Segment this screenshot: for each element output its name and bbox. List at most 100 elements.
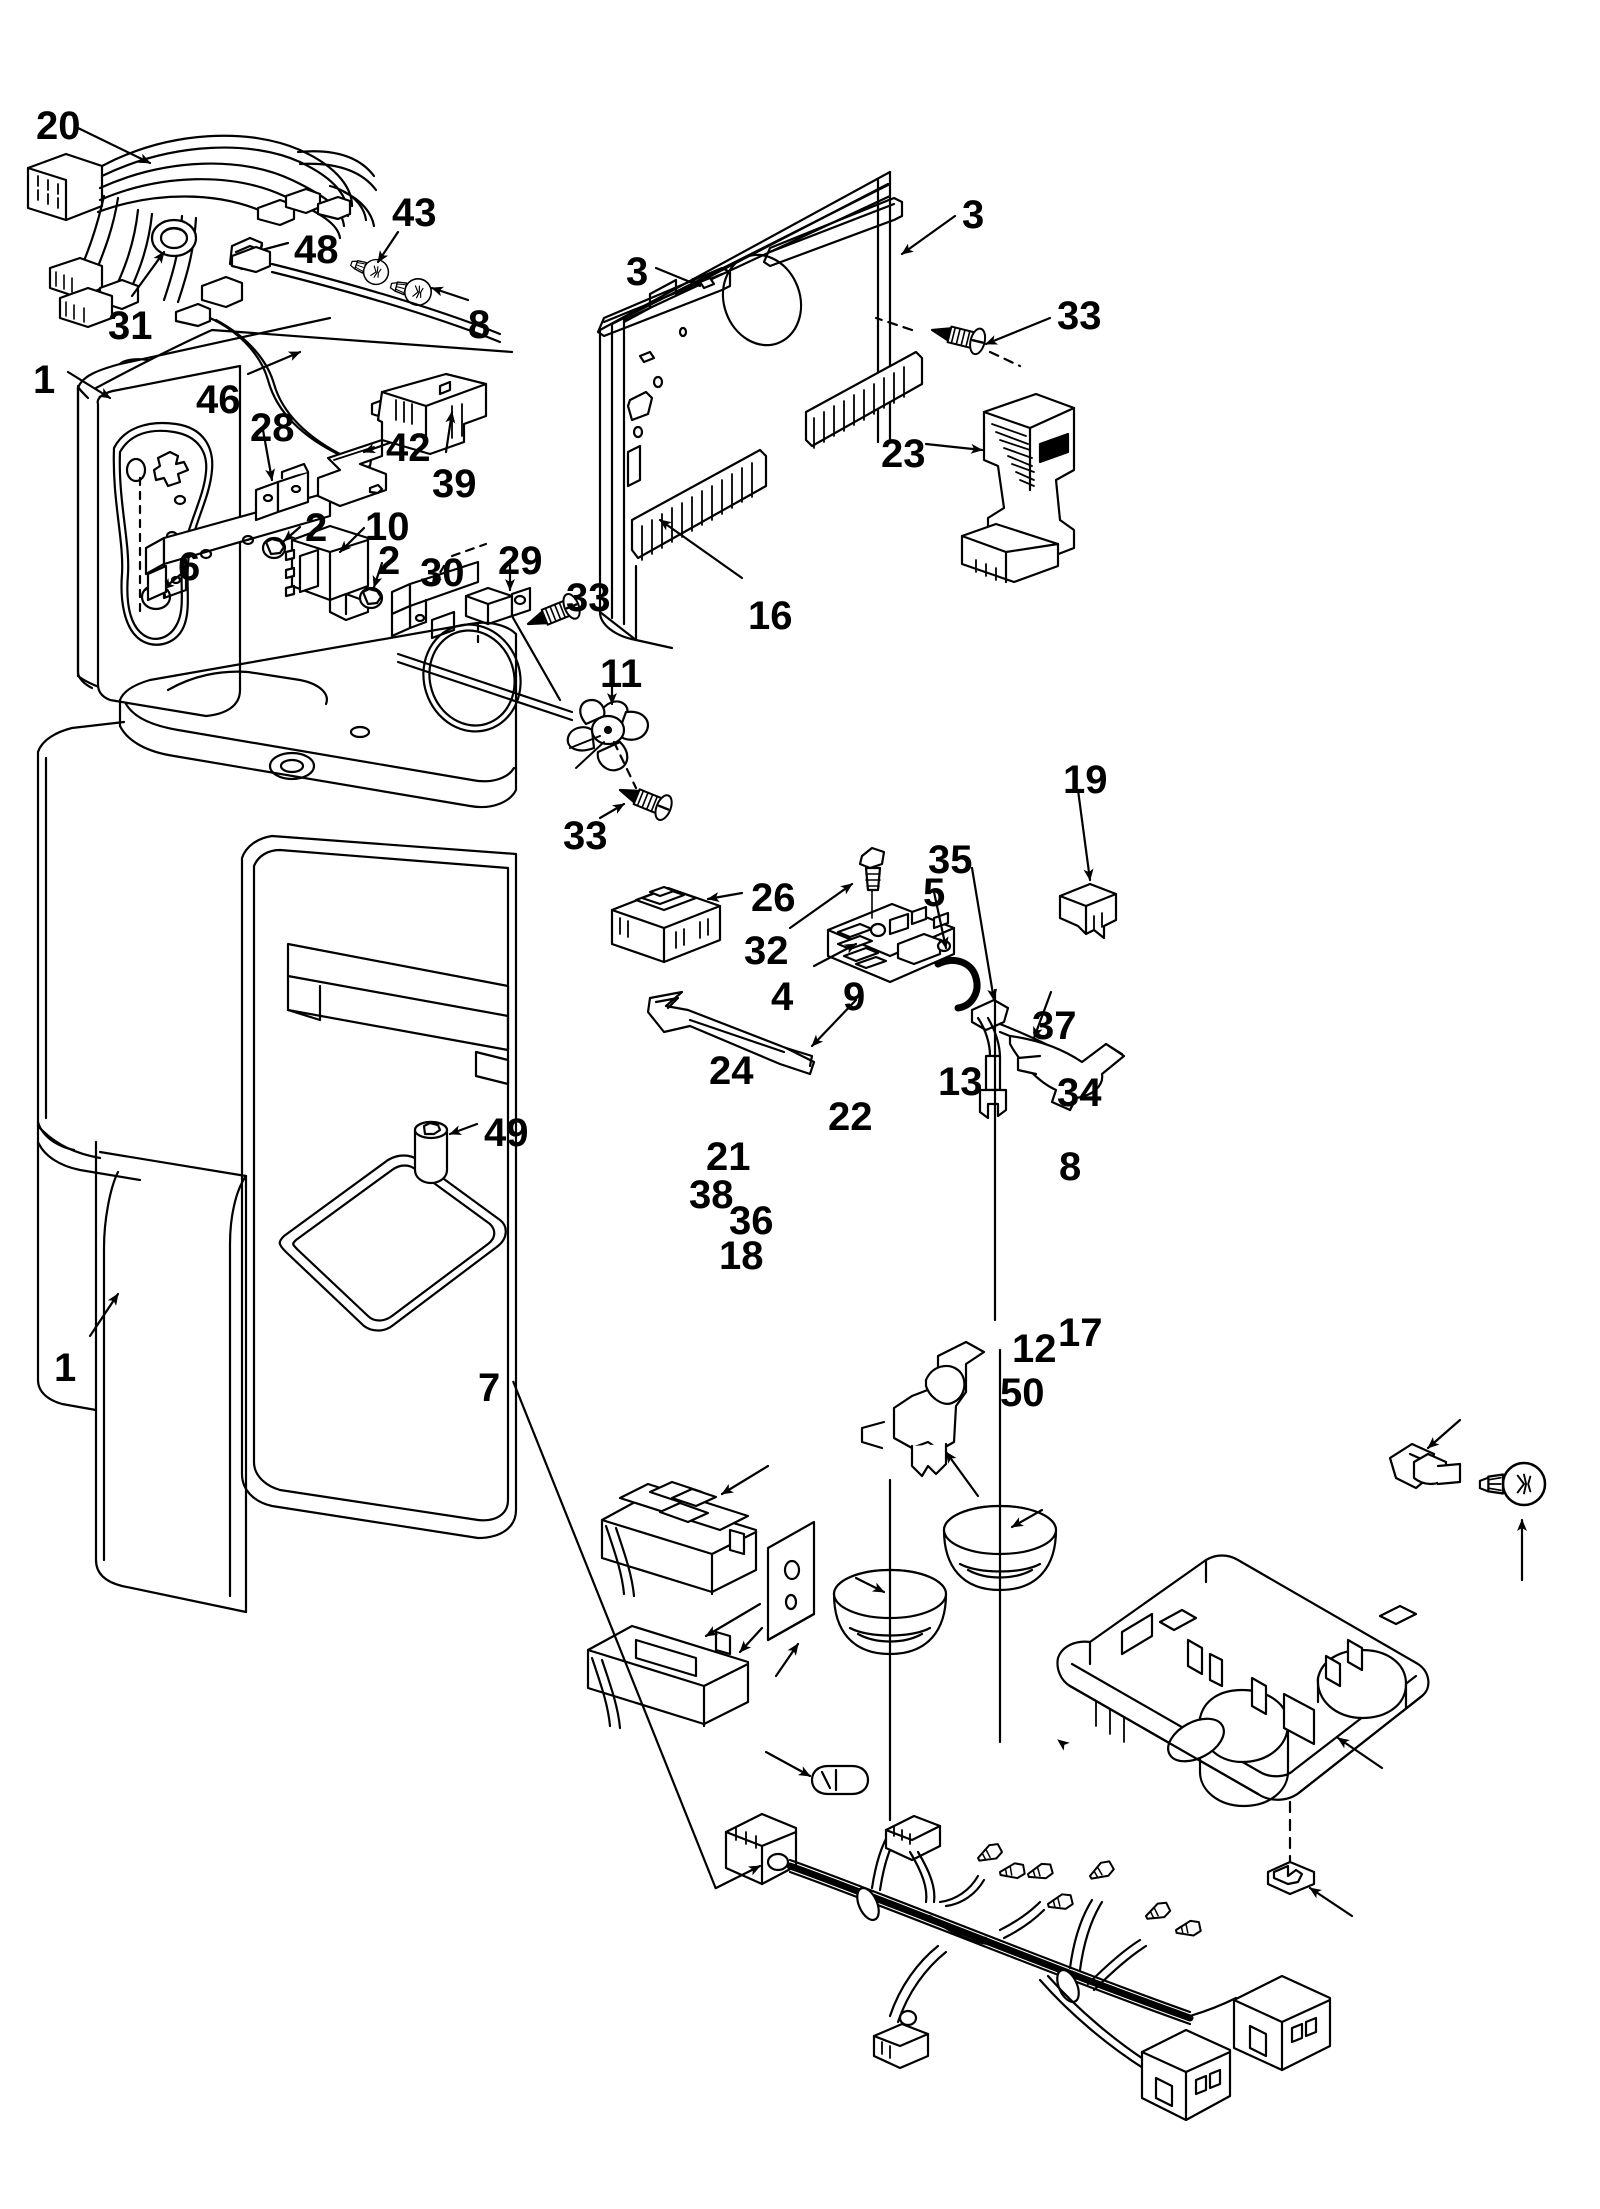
leader-31: [130, 250, 166, 298]
callout-7: 7: [478, 1366, 501, 1410]
part-thermostat-control: [284, 524, 370, 622]
leader-38: [738, 1626, 764, 1654]
part-light-bulb-small: [346, 250, 393, 289]
leader-4: [812, 942, 858, 968]
leader-26: [706, 891, 744, 903]
leader-33-fan: [598, 802, 626, 820]
leader-39: [444, 410, 456, 454]
part-air-damper-cover: [600, 1480, 758, 1598]
callout-8-bottom: 8: [1059, 1145, 1082, 1189]
leader-34: [1010, 1098, 1046, 1120]
callout-19: 19: [1063, 758, 1108, 802]
part-fuse-element: [810, 1764, 870, 1796]
callout-38: 38: [689, 1173, 734, 1217]
callout-13: 13: [938, 1060, 983, 1104]
leader-5: [932, 890, 949, 950]
callout-20: 20: [36, 104, 81, 148]
part-bulb-socket: [1388, 1442, 1462, 1490]
part-plug-button: [413, 1120, 449, 1185]
callout-2-b: 2: [378, 539, 401, 583]
callout-1-upper: 1: [33, 358, 56, 402]
part-cabinet-body: [36, 621, 518, 1614]
part-clip-c-shaped: [934, 957, 981, 1012]
leader-2-b: [372, 561, 384, 589]
leader-12-arrow: [1057, 1739, 1070, 1751]
part-air-duct-housing: [376, 372, 488, 456]
part-fan-bracket: [396, 586, 574, 733]
callout-32: 32: [744, 929, 789, 973]
callout-16: 16: [748, 594, 793, 638]
leader-13-arrow: [944, 1450, 980, 1498]
leader-21: [704, 1602, 762, 1638]
leader-9: [810, 998, 858, 1048]
leader-2-a: [282, 525, 302, 543]
leader-28: [261, 428, 275, 482]
callout-33-top-right: 33: [1057, 294, 1102, 338]
leader-18: [764, 1750, 812, 1778]
leader-24: [720, 1464, 770, 1496]
callout-31: 31: [108, 304, 153, 348]
callout-11: 11: [600, 652, 643, 696]
callout-50: 50: [1000, 1371, 1045, 1415]
callout-36: 36: [729, 1199, 774, 1243]
leader-22: [854, 1576, 886, 1594]
leader-36: [774, 1642, 800, 1678]
leader-12-arrow2: [1336, 1736, 1384, 1770]
leader-8-bottom: [1426, 1418, 1462, 1450]
leader-43: [376, 230, 400, 264]
part-machine-compartment-base: [1056, 1554, 1430, 1808]
callout-22: 22: [828, 1095, 873, 1139]
part-main-wire-harness: [26, 134, 378, 329]
part-rear-access-panel: [598, 170, 924, 650]
callout-24: 24: [709, 1049, 754, 1093]
part-screw-small-a: [261, 536, 287, 560]
callout-1-lower: 1: [54, 1346, 77, 1390]
leader-10: [338, 526, 366, 554]
leader-7-main: [510, 1382, 690, 1880]
callout-46: 46: [196, 378, 241, 422]
leader-20: [76, 126, 152, 165]
leader-37: [1032, 990, 1053, 1040]
leader-3-right: [900, 214, 957, 256]
callout-3-upper-right: 3: [962, 193, 985, 237]
leader-49: [448, 1122, 479, 1136]
callout-9: 9: [843, 975, 866, 1019]
callout-5: 5: [923, 871, 946, 915]
callout-12: 12: [1012, 1327, 1057, 1371]
part-bracket-flat-arm: [646, 990, 816, 1076]
part-cover-plate: [316, 438, 388, 508]
callout-6: 6: [178, 545, 201, 589]
part-fan-blade: [566, 698, 650, 790]
leader-30: [430, 564, 446, 588]
callout-10: 10: [365, 505, 410, 549]
part-trim-strip-right: [762, 196, 904, 268]
part-wire-lead-assembly: [1008, 1034, 1126, 1112]
leader-19: [1076, 788, 1094, 882]
leader-35: [970, 866, 998, 1002]
leader-23: [924, 442, 984, 454]
part-drain-cup-lower: [832, 1478, 948, 1822]
callout-33-fan: 33: [563, 814, 608, 858]
part-screw-33-top: [874, 316, 1022, 368]
callout-26: 26: [751, 876, 796, 920]
callout-49: 49: [484, 1111, 529, 1155]
leader-7-line: [714, 1864, 762, 1890]
part-mounting-bracket: [144, 462, 332, 602]
callout-48: 48: [294, 228, 339, 272]
leader-46: [246, 350, 302, 376]
part-compressor-cover: [960, 392, 1076, 584]
part-bracket-strip: [390, 542, 488, 638]
part-lower-wire-harness: [724, 1812, 1332, 2122]
part-screw-small-b: [358, 586, 384, 610]
part-relay-module: [610, 885, 722, 964]
leader-1-lower: [88, 1292, 120, 1338]
leader-33-top: [984, 316, 1052, 346]
callout-43: 43: [392, 191, 437, 235]
callout-35: 35: [928, 838, 973, 882]
callout-34: 34: [1057, 1071, 1102, 1115]
callout-3-left: 3: [626, 250, 649, 294]
leader-8-top: [430, 286, 470, 302]
part-baffle-plate: [766, 1520, 816, 1642]
leader-50-arrow: [1308, 1886, 1354, 1918]
